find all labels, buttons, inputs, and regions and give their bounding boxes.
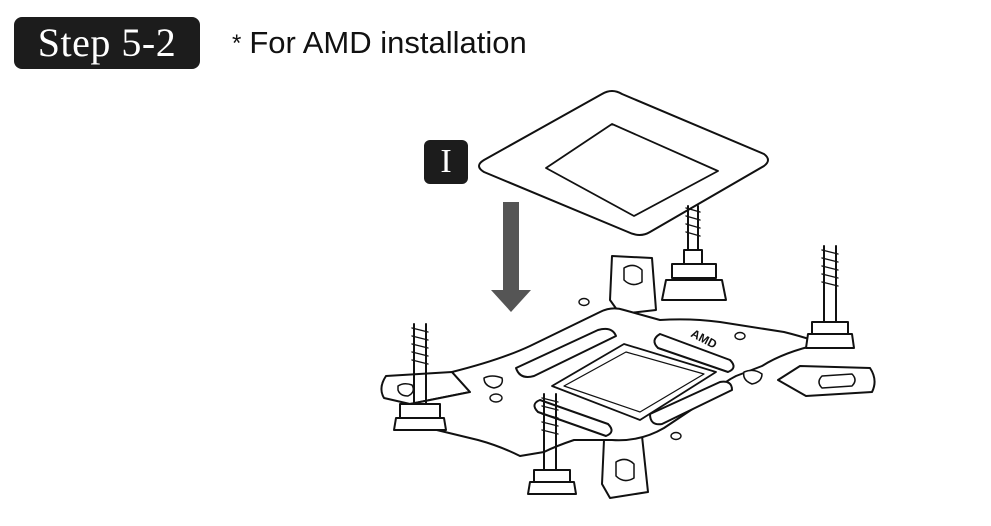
part-badge: I [424,140,468,184]
part-label: I [440,143,452,180]
standoff-left [393,323,447,431]
standoff-back [661,205,727,301]
heading-text: For AMD installation [249,25,527,60]
down-arrow-icon [491,202,531,312]
standoff-right [805,245,855,349]
mounting-bracket: AMD [380,255,876,499]
thermal-pad [478,90,769,236]
standoff-front [527,393,577,495]
step-badge: Step 5-2 [14,17,200,69]
installation-heading: * For AMD installation [232,27,527,58]
step-label: Step 5-2 [37,20,177,65]
asterisk-marker: * [232,30,242,57]
